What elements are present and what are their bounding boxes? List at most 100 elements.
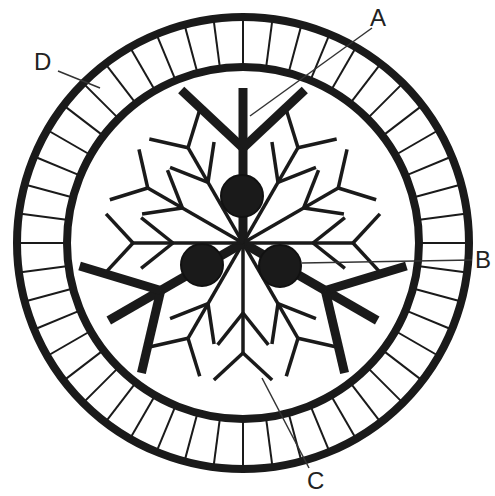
strand <box>243 241 353 245</box>
ring-division <box>185 27 197 71</box>
strand <box>304 208 344 214</box>
strand <box>286 110 298 148</box>
dark-body <box>221 175 263 217</box>
strand <box>188 338 200 376</box>
ring-division <box>107 384 135 420</box>
leader-line <box>262 378 309 468</box>
ring-division <box>85 85 118 118</box>
ring-division <box>242 421 244 467</box>
strand <box>141 243 173 268</box>
strand <box>338 149 347 188</box>
ring-division <box>415 289 459 301</box>
strand <box>325 266 406 291</box>
strand <box>141 291 160 374</box>
strand <box>188 110 200 148</box>
strand <box>313 243 345 268</box>
outer-ring <box>19 19 467 467</box>
strand <box>139 149 148 188</box>
strand <box>272 142 278 182</box>
strand <box>243 313 268 345</box>
strand <box>167 170 182 208</box>
ring-division <box>214 419 220 465</box>
leader-line <box>58 71 100 88</box>
ring-division <box>27 185 71 197</box>
inner-circle <box>67 67 419 419</box>
strand <box>161 243 243 291</box>
ring-division <box>185 415 197 459</box>
ring-division <box>421 242 467 244</box>
strand <box>142 208 182 214</box>
dark-body <box>181 244 223 286</box>
strand <box>170 304 208 319</box>
ring-division <box>266 419 272 465</box>
strand <box>133 241 243 245</box>
strand <box>353 214 380 243</box>
ring-division <box>131 49 154 89</box>
strand <box>80 266 161 291</box>
branching-strands <box>80 88 407 380</box>
ring-division <box>384 107 420 135</box>
ring-division <box>21 214 67 220</box>
strand <box>106 214 133 243</box>
leader-line <box>302 260 472 263</box>
strand <box>170 167 208 182</box>
strand <box>243 353 272 380</box>
strand <box>272 304 278 344</box>
ring-division <box>49 332 89 355</box>
ring-division <box>332 397 355 437</box>
ring-division <box>407 311 449 329</box>
leader-line <box>250 28 372 116</box>
ring-division <box>266 21 272 67</box>
strand <box>149 338 188 347</box>
ring-division <box>19 242 65 244</box>
strand <box>278 167 316 182</box>
leader-lines <box>58 28 472 468</box>
strand <box>208 304 214 344</box>
ring-division <box>369 369 402 402</box>
strand <box>214 353 243 380</box>
ring-division <box>397 131 437 154</box>
strand <box>278 304 316 319</box>
ring-division <box>351 65 379 101</box>
strand <box>218 313 243 345</box>
ring-division <box>21 266 67 272</box>
ring-division <box>36 157 78 175</box>
strand <box>149 139 188 148</box>
strand <box>298 338 337 347</box>
strand <box>110 188 148 200</box>
ring-division <box>311 36 329 78</box>
ring-division <box>85 369 118 402</box>
ring-division <box>419 266 465 272</box>
callout-letter: B <box>475 248 491 272</box>
strand <box>141 218 173 243</box>
ring-division <box>419 214 465 220</box>
dark-body <box>259 245 301 287</box>
ring-division <box>242 19 244 65</box>
strand <box>181 90 243 148</box>
callout-letter: C <box>307 469 324 493</box>
outer-circle <box>17 17 469 469</box>
strand <box>106 243 133 272</box>
ring-division <box>27 289 71 301</box>
ring-division <box>311 407 329 449</box>
ring-division <box>289 415 301 459</box>
ring-division <box>289 27 301 71</box>
strand <box>241 243 245 353</box>
strand <box>304 170 319 208</box>
strand <box>286 338 298 376</box>
ring-division <box>351 384 379 420</box>
ring-division <box>415 185 459 197</box>
strand <box>353 243 380 272</box>
ring-division <box>397 332 437 355</box>
ring-division <box>131 397 154 437</box>
ring-division <box>107 65 135 101</box>
ring-division <box>36 311 78 329</box>
ring-division <box>157 36 175 78</box>
ring-division <box>384 351 420 379</box>
strand <box>313 218 345 243</box>
strand <box>298 139 337 148</box>
ring-division <box>369 85 402 118</box>
callout-letter: A <box>370 6 386 30</box>
